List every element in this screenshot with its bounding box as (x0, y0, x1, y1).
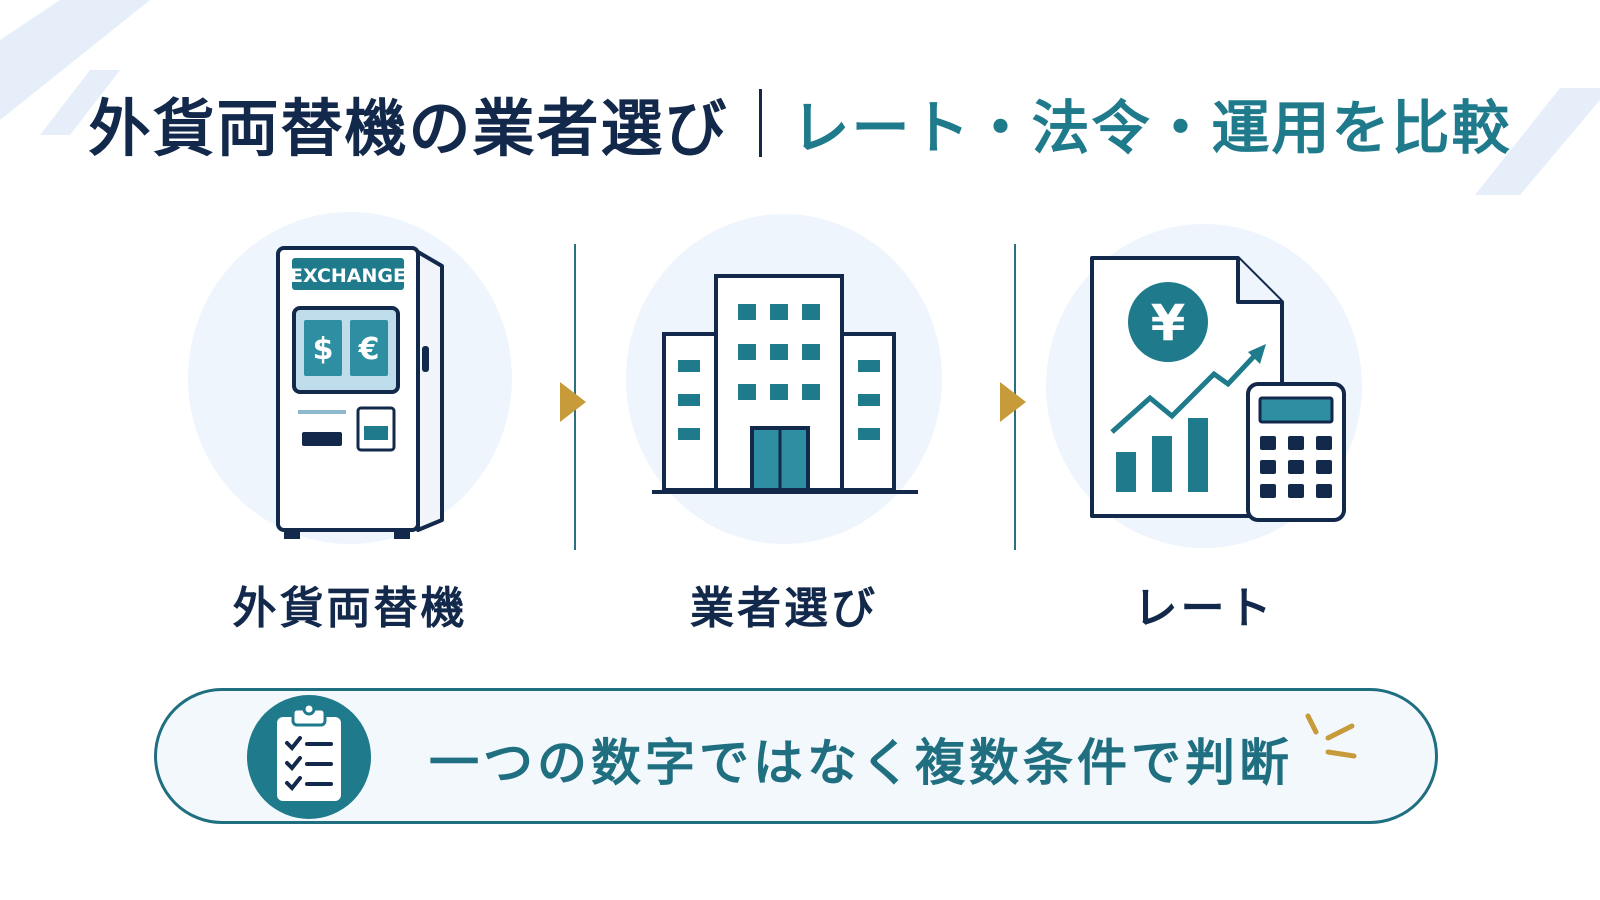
yen-icon: ¥ (1151, 294, 1186, 352)
dollar-icon: $ (313, 332, 334, 367)
arrow-right-icon (1000, 382, 1026, 422)
exchange-machine-icon: EXCHANGE $ € (276, 246, 444, 539)
rate-document-calculator-icon: ¥ (1090, 256, 1346, 522)
arrow-right-icon (560, 382, 586, 422)
banner-text: 一つの数字ではなく複数条件で判断 (429, 734, 1293, 792)
sparkle-icon (1305, 713, 1357, 759)
page-header: 外貨両替機の業者選び レート・法令・運用を比較 (0, 78, 1600, 168)
summary-banner: 一つの数字ではなく複数条件で判断 (154, 688, 1438, 824)
page-subtitle: レート・法令・運用を比較 (791, 94, 1512, 162)
euro-icon: € (358, 332, 380, 367)
page-title: 外貨両替機の業者選び (88, 92, 729, 165)
office-building-icon (652, 274, 918, 494)
step-label-machine: 外貨両替機 (232, 583, 468, 634)
title-separator (758, 89, 762, 157)
step-label-rate: レート (1133, 583, 1275, 634)
checklist-clipboard-icon (247, 695, 371, 819)
machine-header-text: EXCHANGE (290, 265, 406, 287)
step-label-vendor: 業者選び (690, 583, 878, 634)
